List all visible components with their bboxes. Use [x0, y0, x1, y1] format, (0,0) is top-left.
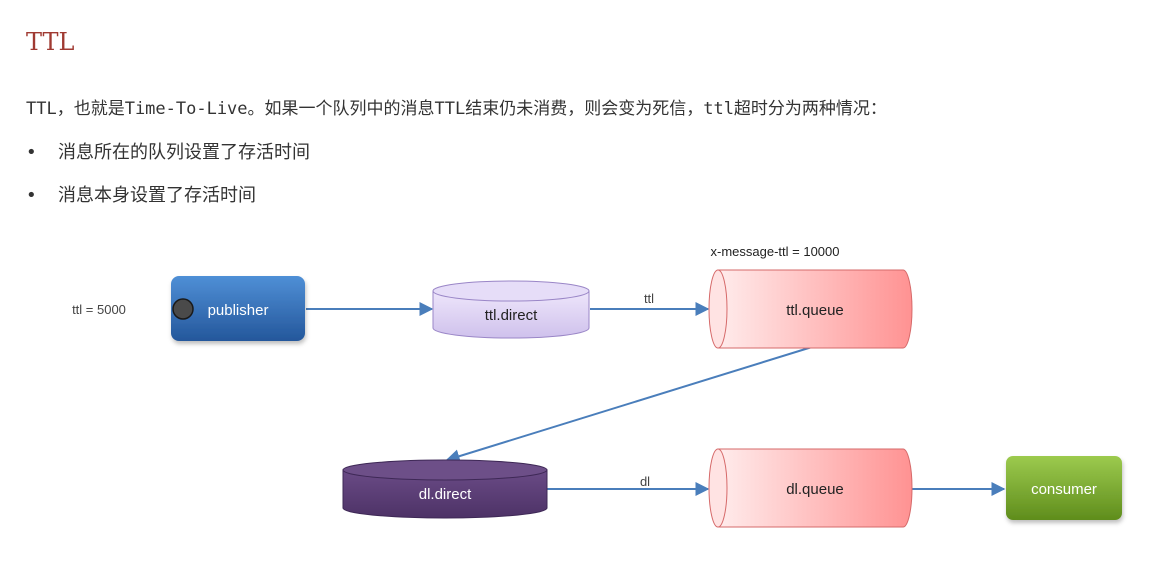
dl-direct-exchange: dl.direct: [342, 459, 548, 519]
dl-queue: dl.queue: [708, 448, 913, 528]
publisher-dot-icon: [172, 298, 194, 320]
publisher-node: publisher: [171, 276, 305, 341]
ttl-direct-exchange: ttl.direct: [432, 280, 590, 339]
bullet-item-message-ttl: • 消息本身设置了存活时间: [26, 181, 256, 207]
bullet-marker: •: [26, 185, 37, 206]
consumer-label: consumer: [1031, 481, 1097, 498]
dl-queue-label: dl.queue: [786, 481, 844, 498]
dl-direct-label: dl.direct: [419, 486, 472, 503]
bullet-marker: •: [26, 142, 37, 163]
intro-paragraph: TTL，也就是Time-To-Live。如果一个队列中的消息TTL结束仍未消费，…: [26, 99, 887, 119]
ttl-queue: ttl.queue: [708, 269, 913, 349]
publisher-label: publisher: [208, 302, 269, 319]
ttl-routing-key-label: ttl: [644, 291, 654, 306]
consumer-node: consumer: [1006, 456, 1122, 520]
ttl-queue-label: ttl.queue: [786, 302, 844, 319]
publisher-ttl-label: ttl = 5000: [72, 302, 126, 317]
page-title: TTL: [26, 28, 75, 56]
arrow-ttl-queue-to-dl-direct: [445, 346, 813, 463]
dl-routing-key-label: dl: [640, 474, 650, 489]
bullet-text: 消息所在的队列设置了存活时间: [58, 142, 310, 163]
bullet-text: 消息本身设置了存活时间: [58, 185, 256, 206]
bullet-item-queue-ttl: • 消息所在的队列设置了存活时间: [26, 138, 310, 164]
queue-ttl-arg-label: x-message-ttl = 10000: [711, 244, 840, 259]
ttl-direct-label: ttl.direct: [485, 307, 538, 324]
